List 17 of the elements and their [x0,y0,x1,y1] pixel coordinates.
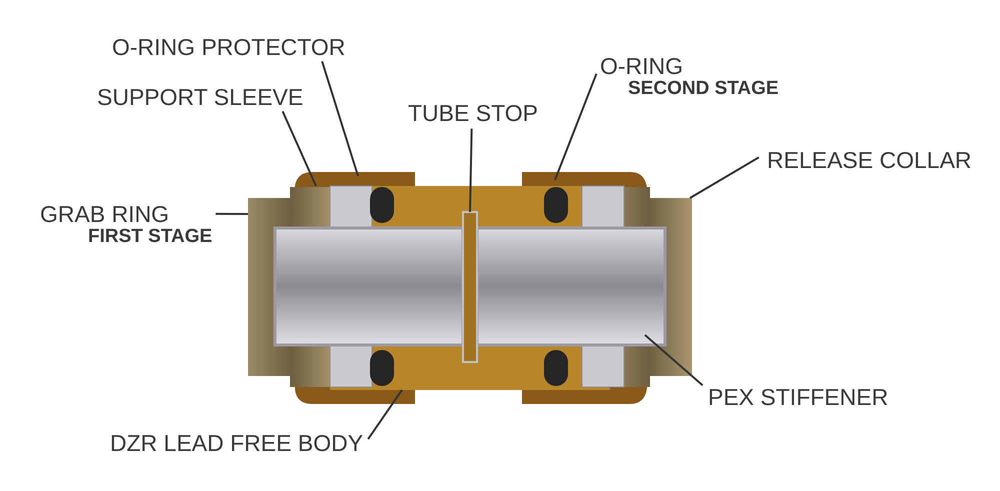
leader-line [469,128,473,212]
leader-line [216,212,248,215]
part-label: PEX STIFFENER [708,384,888,410]
leader-line [282,110,317,186]
part-label: SUPPORT SLEEVE [97,84,304,110]
part-label: GRAB RING [40,201,170,227]
leader-line [321,61,359,176]
part-label: O-RING [600,53,684,79]
stage-note: FIRST STAGE [88,227,212,247]
part-label: RELEASE COLLAR [767,147,972,173]
part-label: TUBE STOP [408,100,538,126]
leader-line [690,156,760,199]
leader-line [554,73,598,180]
stage-note: SECOND STAGE [628,79,779,99]
leader-line [367,389,403,440]
part-label: DZR LEAD FREE BODY [110,430,364,456]
part-label: O-RING PROTECTOR [112,34,346,60]
